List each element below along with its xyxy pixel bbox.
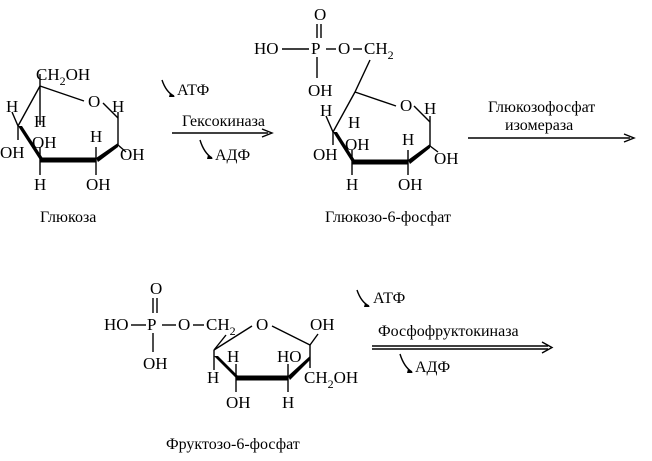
g6p-oh-c3: OH — [345, 135, 370, 154]
glucose-h-c2: H — [90, 127, 102, 146]
glucose-oh-c1: OH — [120, 145, 145, 164]
g6p-wedge-left — [333, 132, 356, 162]
atp-curve-2 — [356, 289, 370, 307]
g6p-o-top: O — [314, 5, 326, 24]
adp-curve-arrowhead-1 — [207, 155, 213, 159]
f6p-ho-c3: HO — [277, 347, 302, 366]
g6p-bond-c6-c5 — [354, 59, 371, 93]
f6p-ho: HO — [104, 315, 129, 334]
f6p-wedge-right — [288, 356, 310, 380]
g6p-h-c2: H — [402, 130, 414, 149]
isomerase-label-line2: изомераза — [505, 117, 573, 134]
arrow-phosphofructokinase: АТФ Фосфофруктокиназа АДФ — [356, 289, 554, 376]
g6p-h-c4: H — [346, 175, 358, 194]
arrow-hexokinase: АТФ Гексокиназа АДФ — [161, 79, 274, 164]
g6p-h-left: H — [320, 101, 332, 120]
f6p-ring-o: O — [256, 315, 268, 334]
atp-curve-arrowhead-1 — [169, 93, 175, 97]
adp-label-2: АДФ — [415, 359, 450, 376]
glucose-h-left: H — [6, 97, 18, 116]
hexokinase-arrowhead — [261, 128, 274, 138]
f6p-name: Фруктозо-6-фосфат — [166, 436, 300, 453]
g6p-h-c1: H — [424, 99, 436, 118]
glucose-h-c5: H — [34, 112, 46, 131]
f6p-oh-c4: OH — [226, 393, 251, 412]
phosphofructokinase-arrowhead — [541, 341, 554, 354]
isomerase-arrowhead — [623, 133, 636, 143]
glucose-ch2oh-label: CH2OH — [36, 65, 90, 88]
g6p-bond-c5-o — [354, 91, 397, 107]
glucose-oh-c2: OH — [86, 175, 111, 194]
isomerase-label-line1: Глюкозофосфат — [488, 99, 595, 116]
hexokinase-label: Гексокиназа — [182, 113, 265, 130]
glucose-structure: CH2OH O H H H OH OH H OH H OH — [0, 65, 145, 194]
g6p-p: P — [311, 39, 320, 58]
f6p-ch2: CH2 — [206, 315, 236, 338]
f6p-oh-c2: OH — [310, 315, 335, 334]
g6p-oh-c2: OH — [398, 175, 423, 194]
glucose-oh-c3: OH — [32, 133, 57, 152]
g6p-structure: O HO P O CH2 OH O H H H OH OH — [254, 5, 459, 194]
adp-curve-1 — [199, 139, 213, 159]
atp-label-1: АТФ — [177, 82, 209, 99]
g6p-o-link: O — [338, 39, 350, 58]
atp-curve-1 — [161, 79, 175, 97]
glucose-wedge-left — [18, 126, 44, 160]
glucose-h-c4: H — [34, 175, 46, 194]
glucose-ring-o: O — [88, 92, 100, 111]
f6p-h-c4: H — [207, 368, 219, 387]
g6p-name: Глюкозо-6-фосфат — [325, 209, 451, 226]
f6p-p: P — [147, 315, 156, 334]
atp-label-2: АТФ — [373, 290, 405, 307]
f6p-structure: O HO P O CH2 OH O OH H HO H CH2OH O — [104, 279, 358, 412]
g6p-bond-o-c1 — [413, 105, 431, 123]
adp-curve-arrowhead-2 — [407, 369, 413, 373]
phosphofructokinase-label: Фосфофруктокиназа — [378, 323, 519, 340]
f6p-ch2oh: CH2OH — [304, 368, 358, 391]
glucose-oh-c4: OH — [0, 143, 25, 162]
adp-curve-2 — [399, 353, 413, 373]
arrow-isomerase: Глюкозофосфат изомераза — [468, 99, 636, 143]
glucose-bond-o-c1 — [102, 102, 119, 119]
g6p-oh-c1: OH — [434, 149, 459, 168]
atp-curve-arrowhead-2 — [364, 303, 370, 307]
f6p-bond-c6-c5 — [213, 334, 227, 351]
f6p-bond-oh-c2 — [309, 333, 319, 346]
g6p-ho: HO — [254, 39, 279, 58]
g6p-h-c5: H — [348, 113, 360, 132]
f6p-o-link: O — [178, 315, 190, 334]
glucose-h-c1: H — [112, 97, 124, 116]
glucose-bond-oh-c1 — [117, 144, 127, 153]
glucose-bond-h-left — [11, 111, 19, 127]
f6p-oh-p: OH — [143, 354, 168, 373]
adp-label-1: АДФ — [215, 147, 250, 164]
f6p-bond-c5-o — [213, 325, 253, 351]
f6p-bond-o-c2 — [271, 325, 311, 346]
g6p-oh-c4: OH — [313, 145, 338, 164]
f6p-h-c5: H — [227, 347, 239, 366]
f6p-wedge-left — [214, 356, 240, 378]
glucose-bond-c5-o — [39, 85, 85, 102]
g6p-ring-o: O — [400, 96, 412, 115]
g6p-wedge-right — [408, 144, 430, 164]
g6p-oh-p: OH — [308, 81, 333, 100]
g6p-bond-c5-c4 — [332, 91, 356, 133]
f6p-o-top: O — [150, 279, 162, 298]
g6p-bond-h-left — [325, 115, 334, 133]
g6p-bond-oh-c1 — [429, 145, 439, 153]
glucose-bond-c5-c4 — [17, 85, 41, 127]
glucose-wedge-right — [96, 143, 118, 162]
glucose-name: Глюкоза — [40, 209, 96, 226]
g6p-ch2: CH2 — [364, 39, 394, 62]
f6p-h-c3: H — [282, 393, 294, 412]
